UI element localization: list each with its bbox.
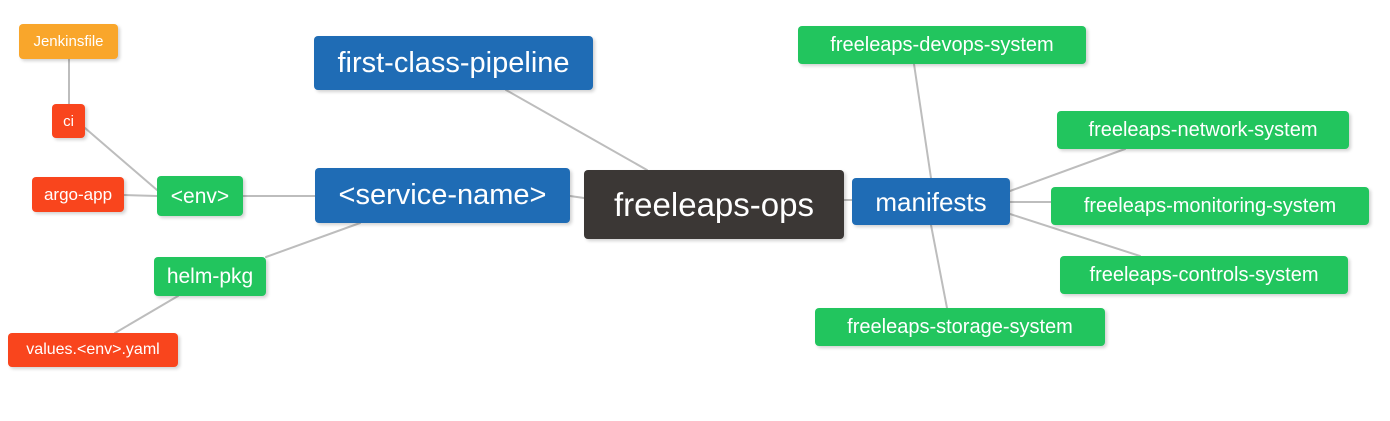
mindmap-node-label: Jenkinsfile: [33, 33, 104, 50]
mindmap-node-helm-pkg[interactable]: helm-pkg: [154, 257, 266, 296]
mindmap-node-label: ci: [63, 112, 74, 130]
mindmap-node-label: freeleaps-storage-system: [847, 316, 1073, 338]
mindmap-node-label: first-class-pipeline: [337, 46, 570, 79]
mindmap-node-label: freeleaps-controls-system: [1089, 264, 1319, 286]
mindmap-node-pipeline[interactable]: first-class-pipeline: [314, 36, 593, 90]
mindmap-node-label: helm-pkg: [166, 265, 254, 288]
mindmap-node-label: values.<env>.yaml: [26, 341, 160, 358]
mindmap-node-label: freeleaps-devops-system: [830, 34, 1054, 56]
mindmap-node-label: <env>: [170, 184, 230, 208]
mindmap-node-label: manifests: [875, 186, 987, 217]
mindmap-node-freeleaps-ops[interactable]: freeleaps-ops: [584, 170, 844, 239]
edge-service-name-to-freeleaps-ops: [569, 195, 585, 199]
edge-helm-pkg-to-values-yaml: [114, 295, 179, 334]
edge-pipeline-to-freeleaps-ops: [505, 89, 648, 171]
edge-manifests-to-storage: [930, 224, 948, 309]
mindmap-node-values-yaml[interactable]: values.<env>.yaml: [8, 333, 178, 367]
mindmap-node-controls[interactable]: freeleaps-controls-system: [1060, 256, 1348, 294]
mindmap-node-service-name[interactable]: <service-name>: [315, 168, 570, 223]
mindmap-node-label: freeleaps-network-system: [1088, 119, 1318, 141]
edge-service-name-to-helm-pkg: [265, 222, 361, 258]
edge-manifests-to-devops: [913, 63, 932, 179]
mindmap-node-storage[interactable]: freeleaps-storage-system: [815, 308, 1105, 346]
mindmap-node-env[interactable]: <env>: [157, 176, 243, 216]
mindmap-node-manifests[interactable]: manifests: [852, 178, 1010, 225]
mindmap-node-jenkinsfile[interactable]: Jenkinsfile: [19, 24, 118, 59]
mindmap-node-monitoring[interactable]: freeleaps-monitoring-system: [1051, 187, 1369, 225]
mindmap-node-ci[interactable]: ci: [52, 104, 85, 138]
mindmap-node-argo-app[interactable]: argo-app: [32, 177, 124, 212]
edge-manifests-to-network: [1009, 148, 1126, 192]
mindmap-node-label: <service-name>: [338, 179, 547, 211]
edge-argo-app-to-env: [123, 194, 158, 197]
mindmap-node-label: argo-app: [43, 185, 113, 204]
mindmap-node-network[interactable]: freeleaps-network-system: [1057, 111, 1349, 149]
mindmap-node-label: freeleaps-ops: [614, 186, 814, 223]
mindmap-node-devops[interactable]: freeleaps-devops-system: [798, 26, 1086, 64]
mindmap-node-label: freeleaps-monitoring-system: [1083, 195, 1337, 217]
